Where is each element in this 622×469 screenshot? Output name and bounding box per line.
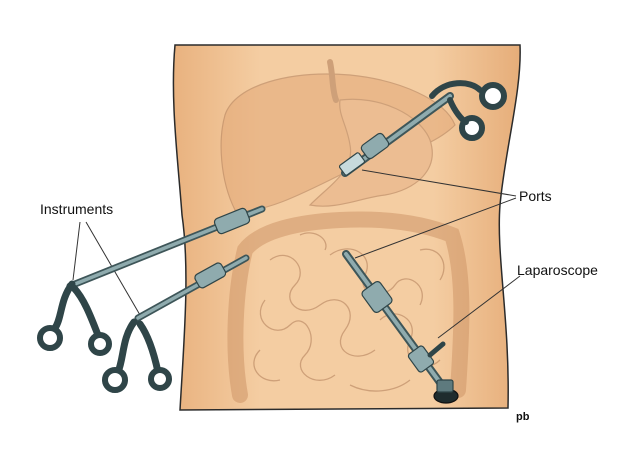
grasper-instrument-left-upper (37, 205, 266, 356)
instruments-label: Instruments (40, 201, 114, 217)
laparoscope-icon (342, 250, 459, 404)
grasper-instrument-upper-right (338, 80, 507, 177)
artist-signature: pb (516, 411, 530, 423)
laparoscope-label: Laparoscope (517, 262, 598, 278)
large-intestine (227, 211, 470, 403)
ports-label: Ports (519, 188, 552, 204)
grasper-instrument-left-lower (102, 254, 250, 393)
leader-lines (72, 169, 521, 339)
trocar-port-icon (338, 132, 390, 176)
